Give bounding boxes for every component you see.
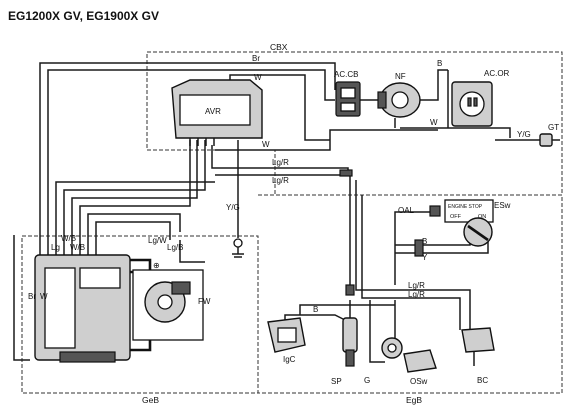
wire-lgr-low1 — [355, 180, 471, 330]
cbx-label: CBX — [270, 42, 288, 52]
wire-label-w-avr: W — [262, 140, 270, 149]
igc-label: IgC — [283, 355, 296, 364]
diagram-title: EG1200X GV, EG1900X GV — [8, 9, 159, 23]
wire-left-5 — [71, 140, 198, 270]
wire-left-8 — [95, 221, 171, 255]
wire-label-lgr-4: Lg/R — [408, 290, 425, 299]
wire-oal — [394, 211, 430, 285]
wire-label-lgr-1: Lg/R — [272, 158, 289, 167]
wire-label-w-left: W — [40, 292, 48, 301]
nf-label: NF — [395, 72, 406, 81]
wire-label-wb-2: W/B — [70, 243, 85, 252]
connector-sp — [345, 284, 355, 296]
esw-on-text: ON — [478, 214, 486, 220]
connector-esw — [414, 239, 424, 257]
wire-label-b-igc: B — [313, 305, 318, 314]
osw-label: OSw — [410, 377, 428, 386]
wire-label-lgr-3: Lg/R — [408, 281, 425, 290]
oal-label: OAL — [398, 206, 415, 215]
bc-component — [461, 327, 495, 366]
wire-left-3 — [55, 181, 215, 270]
gt-label: GT — [548, 123, 559, 132]
wire-label-b-esw: B — [422, 237, 427, 246]
esw-off-text: OFF — [450, 214, 462, 220]
wire-label-plus: ⊕ — [153, 261, 160, 270]
esw-engine-stop-text: ENGINE STOP — [448, 204, 483, 210]
esw-component — [444, 199, 494, 247]
wire-br-top — [39, 62, 336, 270]
wire-label-lgw: Lg/W — [148, 236, 167, 245]
wire-label-b-acor: B — [437, 59, 442, 68]
wire-label-lgb: Lg/B — [167, 243, 183, 252]
esw-label: ESw — [494, 201, 511, 210]
ground-symbol — [232, 238, 244, 258]
wire-left-7 — [87, 213, 181, 270]
acor-label: AC.OR — [484, 69, 510, 78]
wire-label-yg-avr: Y/G — [226, 203, 240, 212]
wire-label-lg-1: Lg — [51, 243, 60, 252]
geb-wire-3 — [13, 235, 30, 361]
egb-label: EgB — [406, 395, 422, 405]
avr-label: AVR — [205, 107, 221, 116]
wire-left-4 — [63, 140, 206, 270]
geb-wire-4 — [179, 240, 205, 263]
cbx-block-outline — [146, 51, 563, 196]
egb-block-outline — [258, 194, 563, 394]
accb-component — [335, 81, 361, 117]
accb-label: AC.CB — [334, 70, 358, 79]
wire-lgr-mid — [215, 174, 351, 290]
osw-component — [381, 337, 437, 373]
nf-component — [377, 82, 421, 118]
wire-label-wb-1: W/B — [61, 234, 76, 243]
wire-label-br-left: Br — [28, 292, 36, 301]
wire-g-osw — [369, 300, 385, 363]
wire-label-br-top: Br — [252, 54, 260, 63]
wire-label-yg-gt: Y/G — [517, 130, 531, 139]
fw-label: FW — [198, 297, 211, 306]
wire-esw-y — [395, 238, 489, 254]
fw-component — [132, 269, 204, 341]
wire-w-top — [47, 69, 335, 270]
wire-label-w-acor: W — [430, 118, 438, 127]
avr-component — [171, 79, 263, 146]
connector-lgr — [339, 169, 353, 177]
bc-label: BC — [477, 376, 488, 385]
wire-label-w-top: W — [254, 73, 262, 82]
wire-w-acor — [400, 127, 511, 138]
acor-component — [451, 81, 493, 127]
wire-esw-b — [395, 240, 471, 246]
generator-body — [34, 254, 131, 363]
wire-label-g-sp: G — [364, 376, 370, 385]
wire-avr-top — [229, 74, 330, 141]
geb-label: GeB — [142, 395, 159, 405]
wire-label-lgr-2: Lg/R — [272, 176, 289, 185]
sp-component — [342, 317, 358, 367]
gt-component — [539, 133, 560, 147]
oal-component — [429, 205, 441, 217]
wire-left-6 — [79, 140, 191, 270]
wire-label-y-esw: Y — [422, 253, 428, 262]
igc-component — [267, 317, 306, 353]
wire-b-igc — [299, 304, 395, 315]
wire-nf-acor — [420, 69, 448, 101]
sp-label: SP — [331, 377, 342, 386]
wire-lgr-low2 — [361, 195, 461, 330]
